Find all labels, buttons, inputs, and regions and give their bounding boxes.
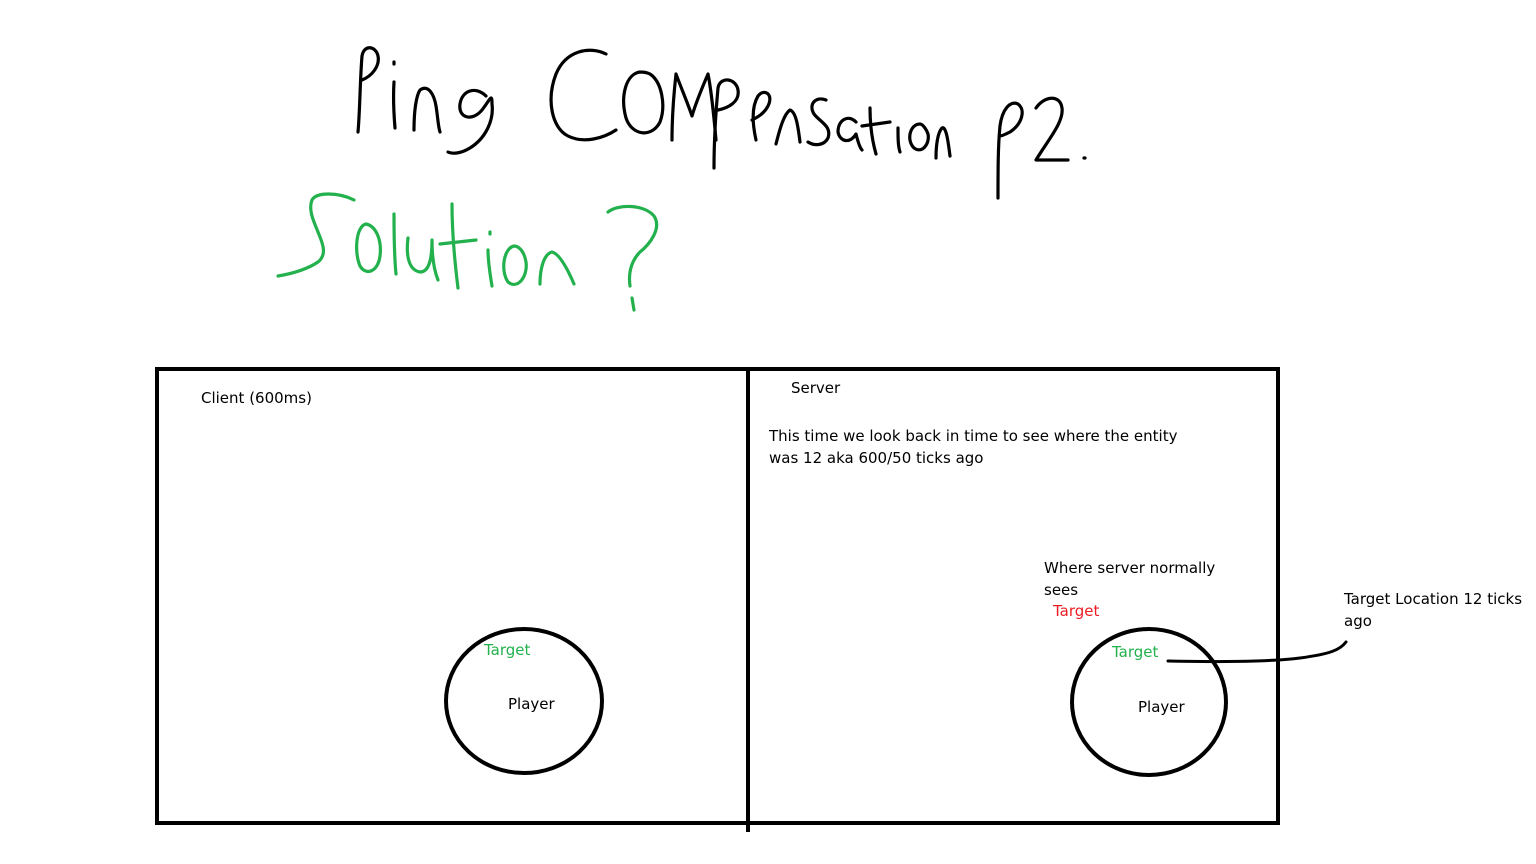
subtitle-stroke	[630, 296, 636, 312]
title-stroke	[860, 120, 892, 128]
title-stroke	[412, 86, 442, 134]
title-stroke	[836, 116, 864, 152]
subtitle-stroke	[502, 244, 528, 286]
title-stroke	[908, 122, 930, 152]
handwritten-subtitle	[276, 192, 659, 312]
title-stroke	[549, 48, 618, 142]
normal-target-label: Target	[1053, 602, 1100, 620]
client-target-label: Target	[484, 641, 531, 659]
server-description: This time we look back in time to see wh…	[769, 427, 1178, 467]
rewound-target-label: Target	[1112, 643, 1159, 661]
client-player-label: Player	[508, 695, 555, 713]
title-stroke	[868, 106, 878, 156]
title-stroke	[391, 80, 397, 130]
subtitle-stroke	[355, 222, 382, 274]
title-stroke	[1034, 96, 1070, 162]
title-stroke	[806, 97, 831, 147]
server-panel-label: Server	[791, 379, 841, 397]
title-stroke	[896, 126, 902, 154]
subtitle-stroke	[538, 250, 576, 286]
client-panel-label: Client (600ms)	[201, 389, 312, 407]
server-player-label: Player	[1138, 698, 1185, 716]
title-stroke	[622, 70, 665, 135]
normal-view-note: Where server normally sees	[1044, 559, 1216, 599]
handwritten-title	[356, 46, 1087, 200]
title-stroke	[712, 78, 740, 170]
title-stroke	[446, 88, 494, 155]
subtitle-stroke	[392, 212, 398, 276]
subtitle-stroke	[450, 202, 460, 290]
callout-connector	[1166, 640, 1348, 664]
subtitle-stroke	[486, 248, 494, 288]
title-stroke	[934, 126, 952, 160]
subtitle-stroke	[606, 204, 659, 288]
title-stroke	[996, 101, 1024, 200]
title-stroke	[356, 46, 380, 134]
server-player-circle	[1070, 627, 1228, 777]
subtitle-stroke	[438, 238, 478, 246]
client-player-circle	[444, 627, 604, 775]
diagram-frame	[155, 367, 1280, 825]
subtitle-stroke	[405, 236, 440, 282]
title-stroke	[774, 108, 802, 146]
subtitle-stroke	[276, 192, 356, 278]
title-stroke	[670, 72, 718, 142]
title-stroke	[750, 90, 772, 142]
callout-text: Target Location 12 ticks ago	[1344, 590, 1523, 630]
